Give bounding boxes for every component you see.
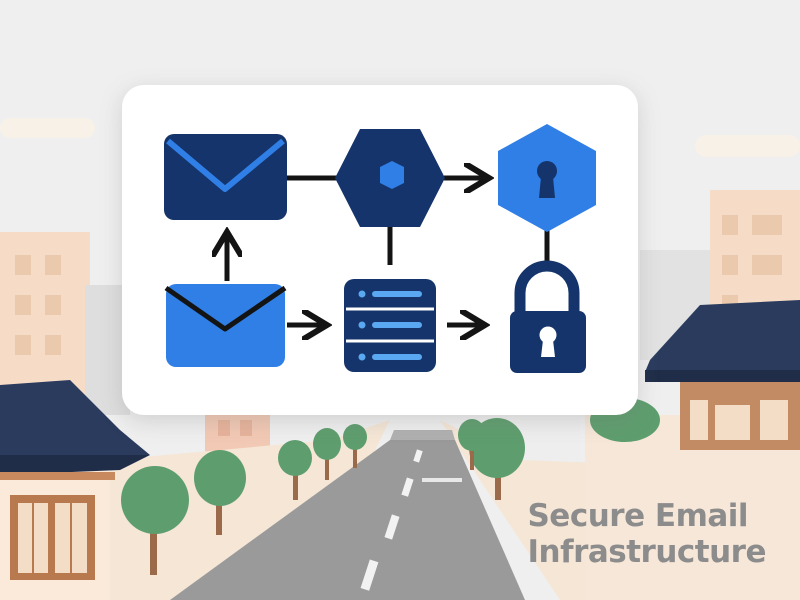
envelope-closed-icon bbox=[164, 134, 287, 220]
cloud-left bbox=[0, 118, 95, 138]
server-stack-icon bbox=[344, 279, 436, 372]
cloud-right bbox=[695, 135, 800, 157]
tree-left-3 bbox=[278, 440, 312, 500]
tree-left-4 bbox=[313, 428, 341, 480]
email-security-flow-diagram bbox=[164, 124, 596, 373]
diagram-card bbox=[122, 85, 638, 415]
tree-left-1 bbox=[121, 466, 189, 575]
hexagon-node-icon bbox=[335, 129, 445, 227]
tree-left-5 bbox=[343, 424, 367, 468]
caption-line-1: Secure Email bbox=[527, 498, 749, 534]
hanok-right bbox=[585, 300, 800, 600]
padlock-icon bbox=[510, 260, 586, 373]
envelope-open-icon bbox=[164, 284, 287, 367]
keyhole-hexagon-icon bbox=[498, 124, 596, 232]
hanok-left bbox=[0, 380, 150, 600]
caption-title: Secure Email Infrastructure bbox=[527, 498, 766, 570]
caption-line-2: Infrastructure bbox=[527, 534, 766, 570]
tree-right-2 bbox=[458, 419, 486, 470]
tree-left-2 bbox=[194, 450, 246, 535]
